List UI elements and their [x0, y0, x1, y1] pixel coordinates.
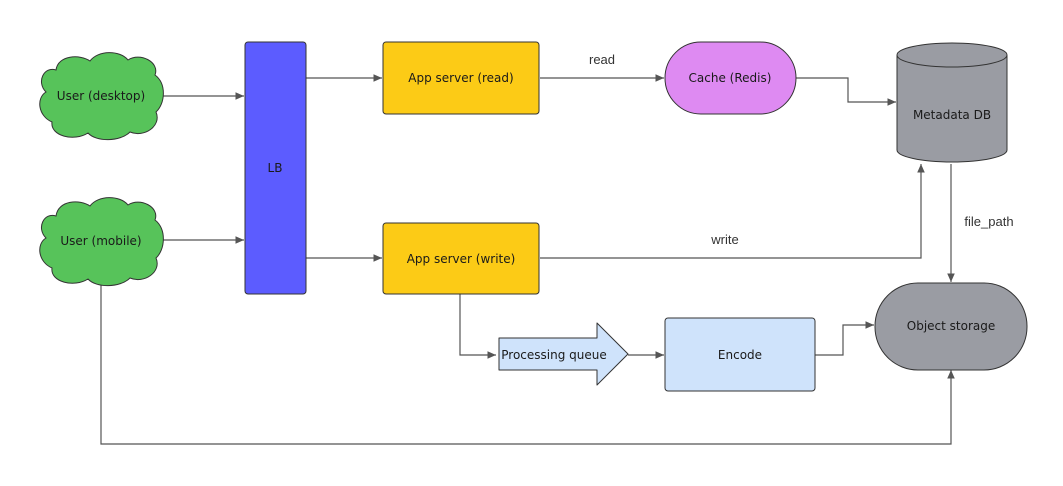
app-server-read-label: App server (read) — [408, 71, 513, 85]
encode-shape — [664, 317, 816, 392]
user-desktop-node: User (desktop) — [39, 52, 164, 141]
processing-queue-label: Processing queue — [501, 348, 607, 362]
user-mobile-cloud-shape — [39, 197, 164, 287]
object-storage-label: Object storage — [907, 319, 995, 333]
metadata-db-top — [896, 42, 1008, 68]
edge-label-read: read — [589, 52, 615, 67]
user-mobile-label: User (mobile) — [60, 234, 141, 248]
metadata-db-label: Metadata DB — [913, 108, 991, 122]
object-storage-shape — [874, 282, 1028, 371]
metadata-db-body — [896, 55, 1008, 163]
lb-shape — [244, 41, 307, 295]
object-storage-node: Object storage — [874, 282, 1028, 371]
edge-label-file-path: file_path — [964, 214, 1013, 229]
edge-label-write: write — [710, 232, 738, 247]
app-server-write-shape — [382, 222, 540, 295]
lb-node: LB — [244, 41, 307, 295]
cache-label: Cache (Redis) — [689, 71, 772, 85]
encode-node: Encode — [664, 317, 816, 392]
app-server-write-node: App server (write) — [382, 222, 540, 295]
edge-mobile-object-storage — [100, 280, 955, 445]
processing-queue-node: Processing queue — [498, 322, 629, 386]
edge-encode-object-storage — [815, 321, 874, 356]
user-desktop-cloud-shape — [39, 52, 164, 141]
edge-app-write-db — [540, 164, 925, 259]
cache-node: Cache (Redis) — [664, 41, 797, 115]
encode-label: Encode — [718, 348, 762, 362]
processing-queue-shape — [498, 322, 629, 386]
edge-app-write-queue — [459, 294, 496, 359]
app-server-read-shape — [382, 41, 540, 115]
metadata-db-node: Metadata DB — [896, 42, 1008, 163]
edge-cache-db — [796, 77, 896, 106]
lb-label: LB — [268, 161, 283, 175]
app-server-write-label: App server (write) — [407, 252, 516, 266]
user-mobile-node: User (mobile) — [39, 197, 164, 287]
app-server-read-node: App server (read) — [382, 41, 540, 115]
cache-shape — [664, 41, 797, 115]
user-desktop-label: User (desktop) — [57, 89, 145, 103]
